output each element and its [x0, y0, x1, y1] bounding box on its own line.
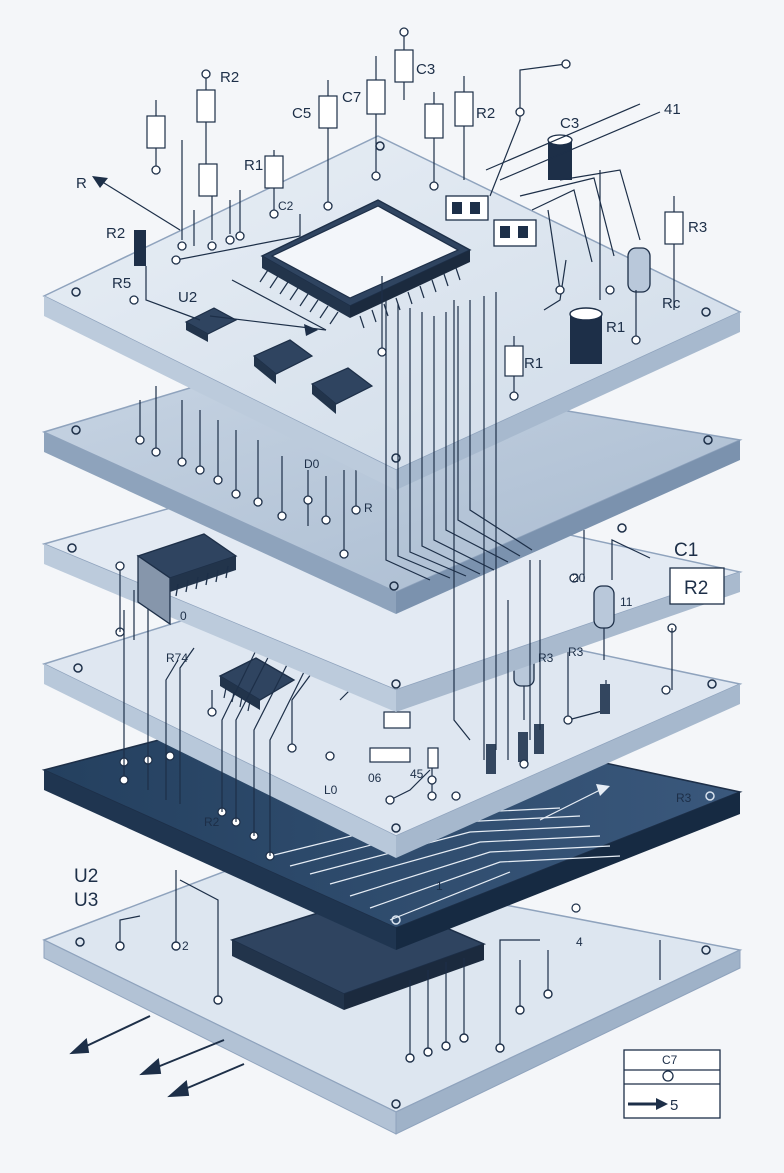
resistor-r2-left	[134, 230, 146, 266]
layer-2-traces	[139, 386, 357, 554]
legend-5: 5	[670, 1097, 678, 1114]
layer-6-pads	[115, 941, 553, 1063]
label-c5: C5	[292, 105, 311, 122]
layer-6-traces	[119, 870, 661, 1058]
label-r-arrow: R	[76, 175, 87, 192]
label-d0-chip: 0	[180, 609, 187, 623]
capacitor-rc-icon	[627, 247, 651, 293]
layer-1-chip-b	[310, 367, 374, 414]
label-ref-41: 41	[664, 101, 681, 118]
label-06: 06	[368, 771, 382, 785]
legend-node-icon	[662, 1070, 674, 1082]
layer-1-board	[42, 27, 742, 760]
layer-4-diodes	[486, 684, 610, 774]
bus-traces	[385, 292, 541, 760]
label-d0: D0	[304, 457, 320, 471]
label-c1: C1	[674, 540, 698, 561]
label-2: 2	[182, 939, 189, 953]
label-rc: Rc	[662, 295, 681, 312]
layer-1-pads	[129, 27, 641, 401]
label-r1-top: R1	[244, 157, 263, 174]
legend-box: C7 5	[623, 1049, 721, 1119]
capacitor-c3-icon	[547, 134, 573, 180]
layer-1-connectors	[445, 195, 537, 247]
label-r2-box: R2	[684, 578, 708, 599]
layer-3-capacitor-11	[593, 585, 615, 660]
layer-4-pads	[115, 623, 677, 805]
capacitor-r1-icon	[569, 307, 603, 364]
layer-4-labels: R74 R3 R3 L0 06 45	[166, 645, 584, 797]
layer-1-chip-u2	[184, 307, 238, 342]
layer-1-labels: R2 R1 C5 C7 C3 R2 C3 41 R R2 R5 U2 R3 Rc…	[76, 61, 707, 372]
label-r1-right: R1	[606, 319, 625, 336]
layer-1-chip-a	[252, 339, 314, 384]
layer-3-traces	[119, 530, 673, 690]
legend-c7: C7	[662, 1053, 678, 1067]
label-45: 45	[410, 767, 424, 781]
layer-2-pads	[135, 435, 361, 559]
label-r3-right: R3	[676, 791, 692, 805]
layer-6-labels: U2 U3 2 4	[74, 866, 583, 953]
label-1: 1	[436, 879, 443, 893]
r2-label-box	[669, 567, 725, 605]
layer-1-main-chip	[259, 199, 472, 329]
layer-6-board	[42, 857, 743, 1135]
label-r3: R3	[688, 219, 707, 236]
label-r5: R5	[112, 275, 131, 292]
label-20: 20	[572, 571, 586, 585]
label-u2: U2	[178, 289, 197, 306]
label-u2-side: U2	[74, 866, 98, 887]
label-r2-trace: R2	[204, 815, 220, 829]
label-c3-mid: C3	[560, 115, 579, 132]
layer-3-labels: C1 R2 20 11 0	[180, 540, 708, 623]
label-c3-top: C3	[416, 61, 435, 78]
layer-2-labels: D0 R	[304, 457, 373, 515]
label-4: 4	[576, 935, 583, 949]
label-r3-b: R3	[568, 645, 584, 659]
label-l0: L0	[324, 783, 338, 797]
layer-3-pads	[115, 561, 579, 583]
label-r3-a: R3	[538, 651, 554, 665]
layer-1-resistors	[146, 32, 684, 396]
layer-5-labels: R2 R3 1	[204, 791, 692, 893]
label-r2-top: R2	[220, 69, 239, 86]
label-c2: C2	[278, 199, 294, 213]
legend-arrow-icon	[656, 1098, 668, 1110]
layer-3-dip-chip	[136, 533, 238, 626]
label-u3-side: U3	[74, 890, 98, 911]
label-r2-left: R2	[106, 225, 125, 242]
label-11: 11	[620, 595, 633, 609]
layer-4-small-parts	[369, 711, 439, 769]
label-r2-mid: R2	[476, 105, 495, 122]
label-r1-lower: R1	[524, 355, 543, 372]
layer-1-arrows	[92, 176, 318, 336]
label-c7: C7	[342, 89, 361, 106]
label-r74: R74	[166, 651, 188, 665]
output-arrows	[69, 1015, 245, 1098]
label-r-small: R	[364, 501, 373, 515]
trace-arrow-icon	[596, 784, 610, 796]
